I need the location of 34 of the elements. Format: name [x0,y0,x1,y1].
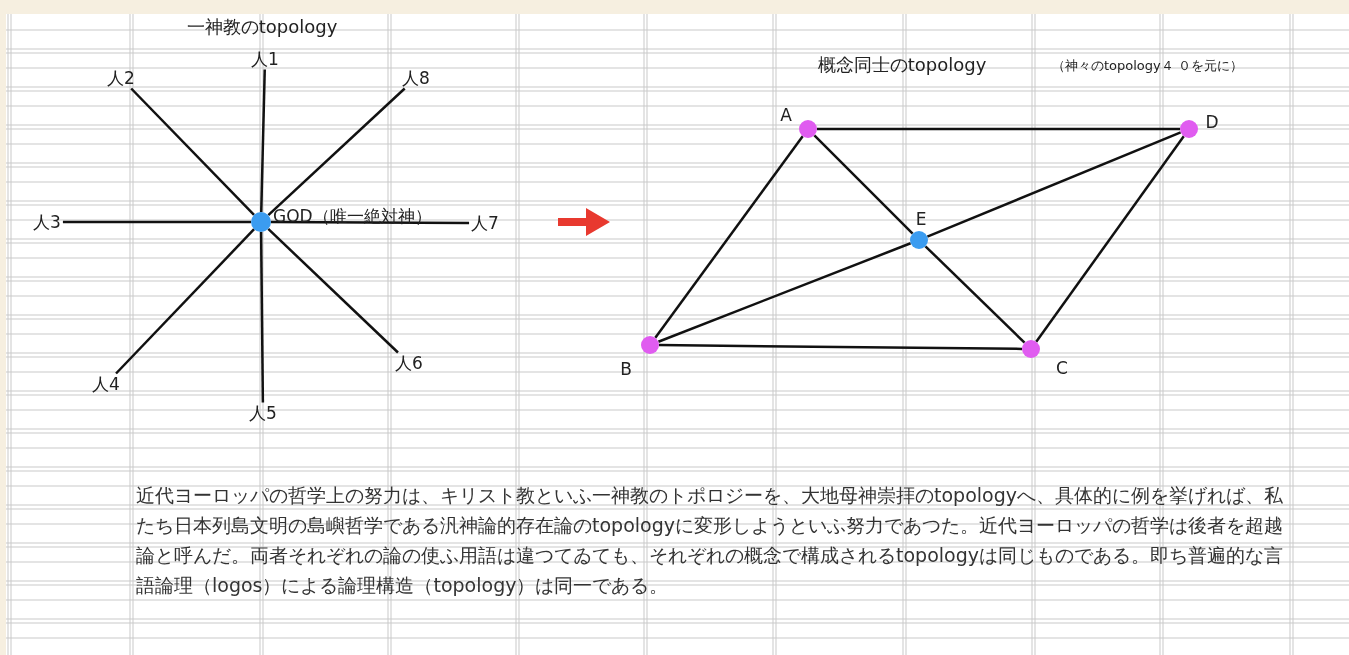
person-label: 人1 [251,50,279,68]
person-label: 人2 [107,69,135,87]
point-label: E [915,211,927,228]
person-label: 人7 [471,214,499,232]
connector-line [259,232,265,403]
connector-line [115,228,255,375]
connector-line [260,69,266,213]
connector-line [813,134,914,235]
point-label: GOD（唯一絶対神） [273,208,432,225]
connector-line [817,127,1180,131]
body-paragraph: 近代ヨーロッパの哲学上の努力は、キリスト教といふ一神教のトポロジーを、大地母神崇拝のtopologyへ、具体的に例を挙げれば、私たち日本列島文明の島嶼哲学である汎神論的存在論のtopologyに変形しようといふ努力であつた。近代ヨーロッパの哲学は後者を超越論と呼んだ。両者それぞれの論の使ふ用語は違つてゐても、それぞれの概念で構成されるtopologyは同じものである。即ち普遍的な言語論理（logos）による論理構造（topology）は同一である。 [136,483,1284,598]
point-label: C [1056,360,1068,377]
connector-line [267,228,399,354]
connector-line [271,220,470,225]
diagram-heading: 概念同士のtopology [817,56,987,74]
connector-line [1035,135,1185,343]
person-label: 人5 [249,404,277,422]
connector-line [657,242,912,343]
point-label: B [620,361,632,378]
connector-line [62,220,251,224]
connector-line [654,135,804,339]
point-label: D [1205,114,1219,131]
point-label: A [780,107,792,124]
connector-line [924,245,1026,344]
person-label: 人6 [395,354,423,372]
connector-line [926,131,1182,238]
person-label: 人8 [402,69,430,87]
source-note: （神々のtopology４ ０を元に） [1052,59,1243,72]
connector-line [130,87,255,216]
diagram-heading: 一神教のtopology [186,18,338,36]
person-label: 人3 [33,213,61,231]
person-label: 人4 [92,375,120,393]
connector-line [659,343,1022,351]
connector-line [267,87,406,217]
